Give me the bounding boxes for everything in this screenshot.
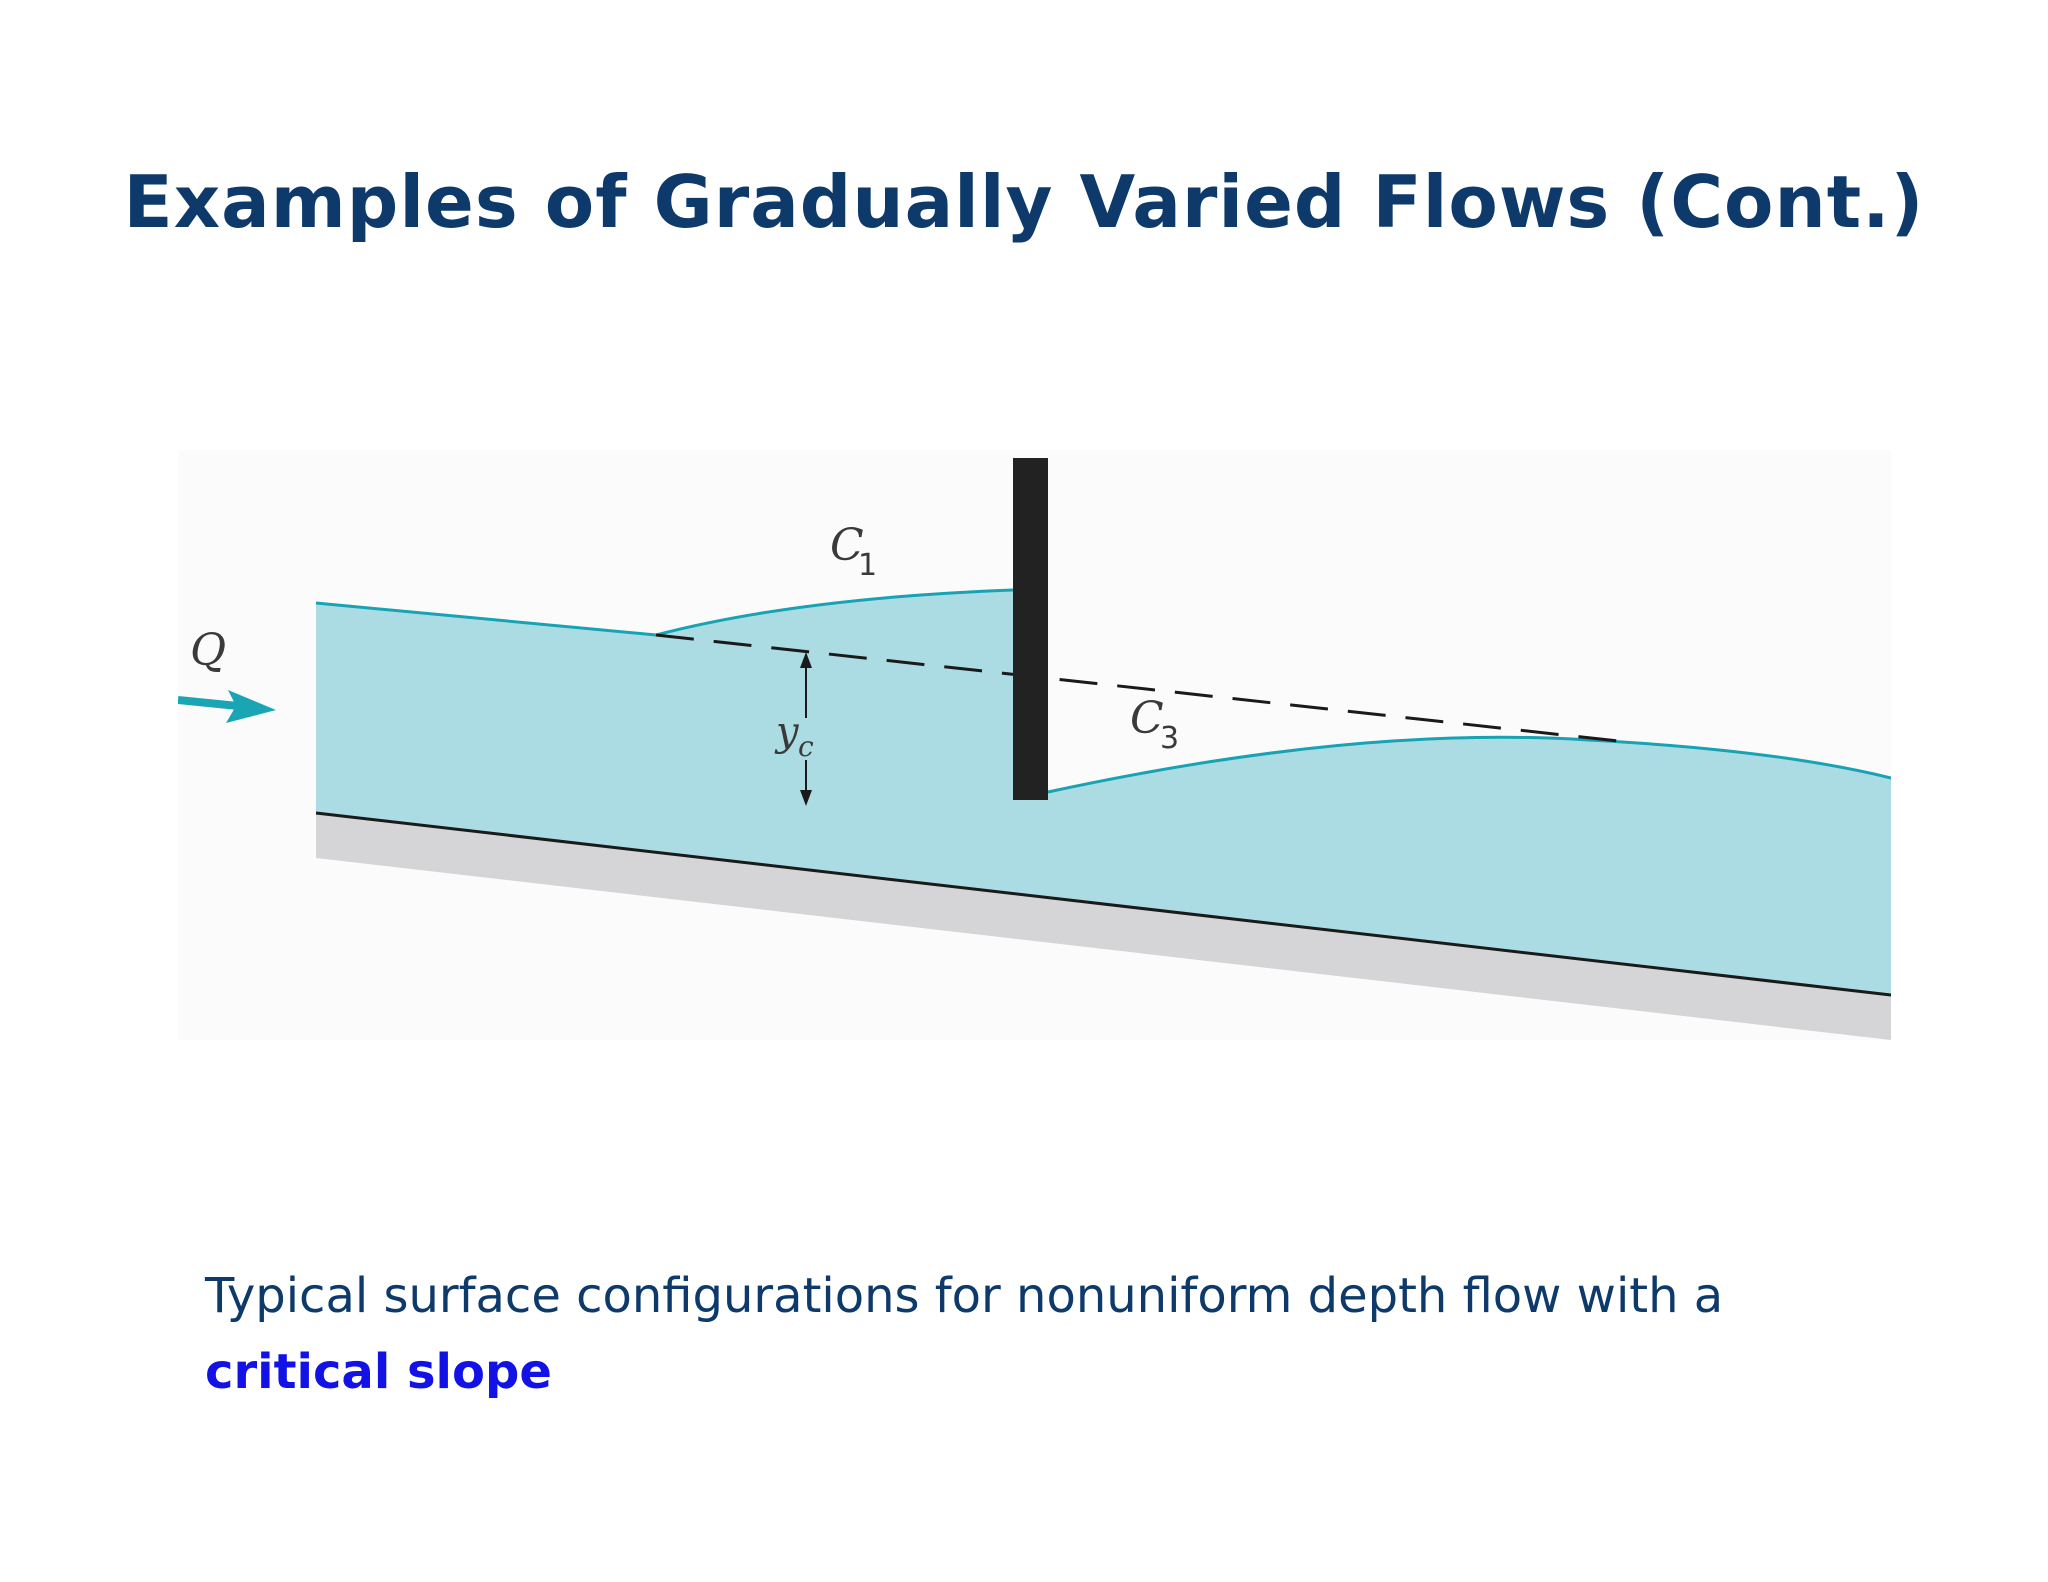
upstream-surface (315, 601, 657, 637)
c1-label-subscript: 1 (858, 548, 877, 583)
yc-arrowhead-top (800, 652, 812, 668)
c3-profile-curve (1047, 735, 1891, 794)
channel-bed (316, 813, 1891, 1040)
yc-label: y (774, 709, 800, 755)
bed-line (315, 811, 1891, 997)
slide-title: Examples of Gradually Varied Flows (Cont… (123, 160, 1925, 244)
flow-arrow-head (226, 690, 276, 723)
caption-emphasis: critical slope (205, 1344, 552, 1400)
yc-label-subscript: c (798, 730, 814, 763)
yc-arrowhead-bottom (800, 790, 812, 806)
flow-label: Q (190, 625, 226, 676)
water-body (316, 590, 1891, 995)
flow-diagram: Q C 1 C 3 y c (178, 450, 1891, 1040)
caption-text: Typical surface configurations for nonun… (205, 1268, 1724, 1324)
c3-label-subscript: 3 (1160, 721, 1179, 756)
sluice-gate (1013, 458, 1048, 800)
c3-label: C (1130, 693, 1164, 744)
c1-label: C (830, 520, 864, 571)
caption: Typical surface configurations for nonun… (205, 1258, 1905, 1410)
critical-depth-line (655, 633, 1619, 743)
c1-profile-curve (655, 588, 1014, 637)
